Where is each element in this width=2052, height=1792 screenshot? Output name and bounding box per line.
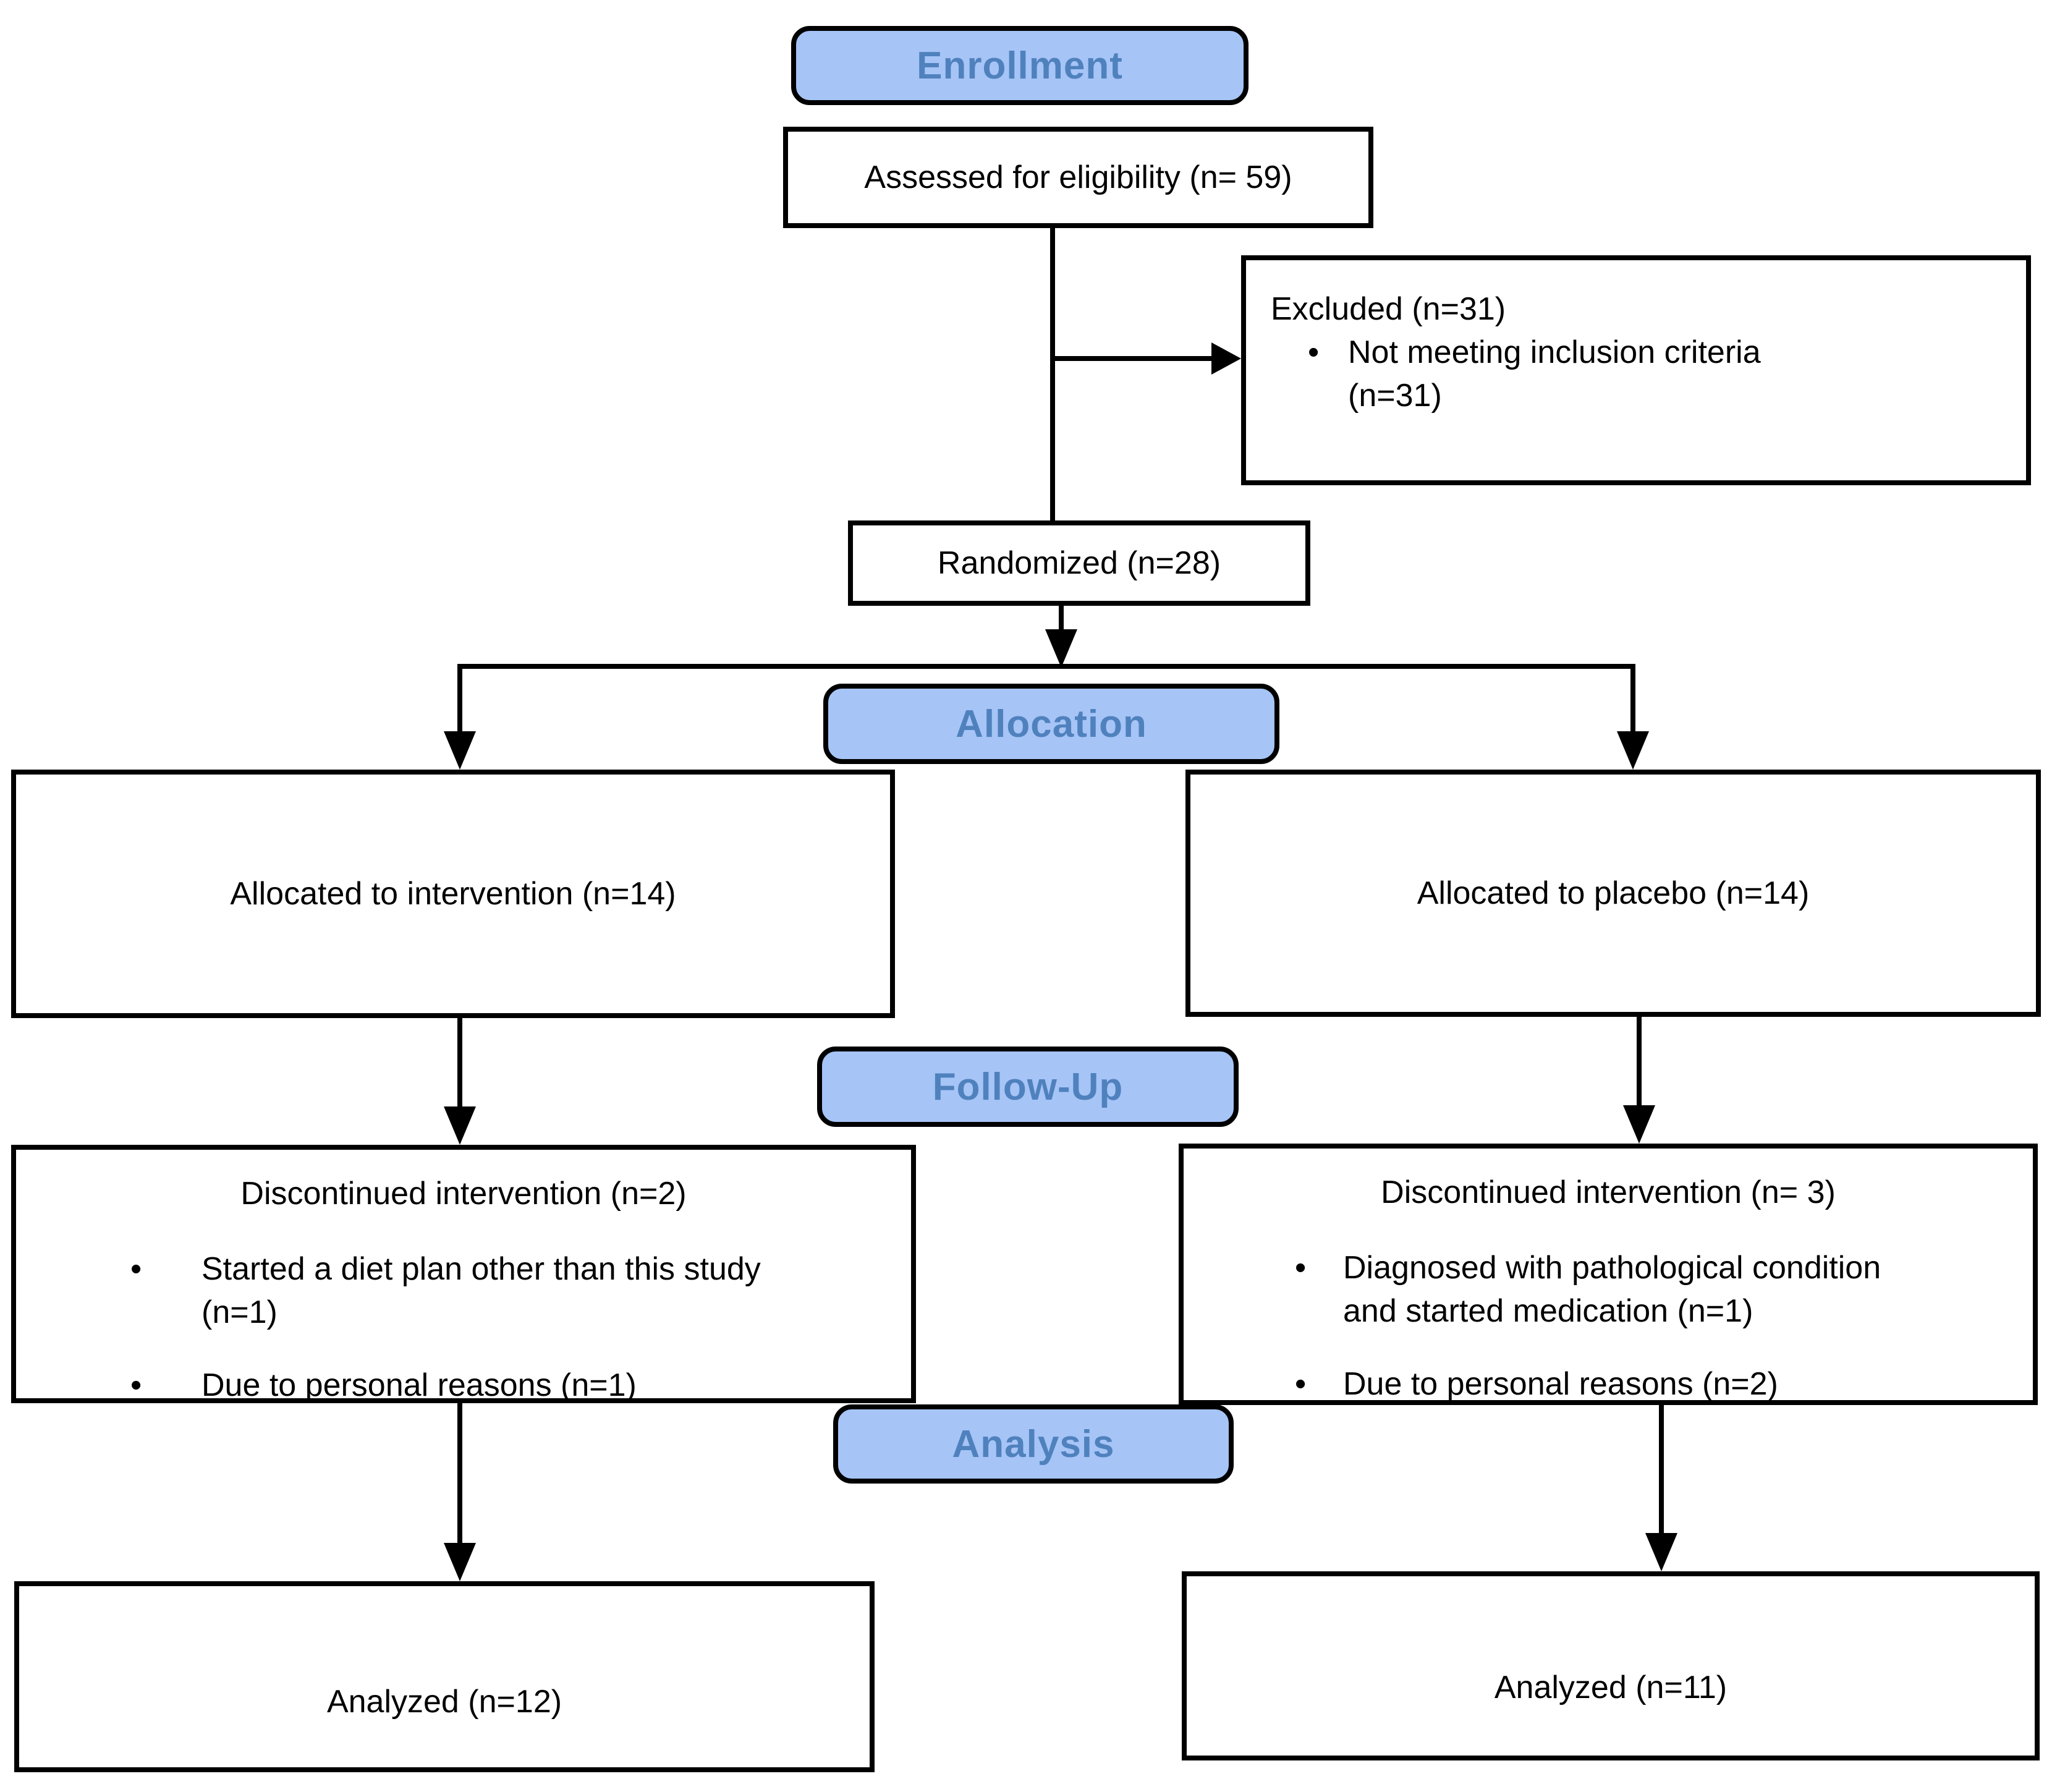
arrowhead-branch [1045, 629, 1077, 668]
analysis-header-label: Analysis [952, 1422, 1115, 1466]
followup-header: Follow-Up [817, 1047, 1239, 1127]
analyzed-placebo-box: Analyzed (n=11) [1182, 1571, 2040, 1760]
allocated-placebo-box: Allocated to placebo (n=14) [1185, 770, 2041, 1017]
allocated-intervention-text: Allocated to intervention (n=14) [230, 876, 676, 912]
connector-assessed-to-randomized [1050, 226, 1055, 520]
bullet-icon: • [1308, 334, 1320, 370]
excluded-title: Excluded (n=31) [1271, 291, 1506, 327]
allocation-header: Allocation [823, 684, 1279, 764]
connector-alloc-to-disc-left [457, 1018, 462, 1110]
followup-header-label: Follow-Up [932, 1065, 1124, 1108]
branch-line [457, 664, 1635, 669]
enrollment-header: Enrollment [791, 26, 1249, 105]
arrowhead-discontinued-placebo [1623, 1105, 1655, 1144]
analyzed-intervention-box: Analyzed (n=12) [14, 1581, 875, 1772]
analyzed-intervention-text: Analyzed (n=12) [326, 1683, 562, 1720]
arrowhead-allocated-placebo [1617, 731, 1649, 770]
connector-branch-left [457, 666, 462, 734]
arrowhead-analyzed-placebo [1645, 1533, 1677, 1571]
bullet-icon: • [130, 1251, 142, 1287]
discontinued-placebo-title: Discontinued intervention (n= 3) [1381, 1174, 1836, 1210]
connector-disc-to-analyzed-right [1659, 1405, 1664, 1536]
allocation-header-label: Allocation [956, 702, 1147, 745]
excluded-box: Excluded (n=31) • Not meeting inclusion … [1241, 255, 2031, 485]
arrowhead-allocated-intervention [444, 731, 476, 770]
analysis-header: Analysis [833, 1404, 1234, 1484]
discontinued-placebo-reason-1: Diagnosed with pathological condition an… [1343, 1250, 1881, 1329]
connector-randomized-to-branch [1059, 606, 1064, 632]
discontinued-placebo-box: Discontinued intervention (n= 3) • Diagn… [1179, 1144, 2038, 1405]
arrowhead-excluded [1211, 342, 1241, 375]
discontinued-placebo-reason-2: Due to personal reasons (n=2) [1343, 1366, 1778, 1402]
excluded-reason: Not meeting inclusion criteria (n=31) [1348, 334, 1761, 414]
arrowhead-analyzed-intervention [444, 1543, 476, 1581]
connector-branch-right [1630, 666, 1635, 734]
arrowhead-discontinued-intervention [444, 1106, 476, 1145]
enrollment-header-label: Enrollment [917, 44, 1123, 87]
bullet-icon: • [130, 1367, 142, 1403]
assessed-box: Assessed for eligibility (n= 59) [783, 127, 1373, 228]
bullet-icon: • [1295, 1366, 1307, 1402]
randomized-box: Randomized (n=28) [848, 520, 1310, 606]
connector-alloc-to-disc-right [1637, 1017, 1642, 1108]
bullet-icon: • [1295, 1250, 1307, 1286]
discontinued-intervention-box: Discontinued intervention (n=2) • Starte… [11, 1145, 916, 1403]
allocated-intervention-box: Allocated to intervention (n=14) [11, 770, 895, 1018]
allocated-placebo-text: Allocated to placebo (n=14) [1417, 875, 1810, 911]
connector-to-excluded [1052, 356, 1214, 361]
randomized-text: Randomized (n=28) [937, 545, 1221, 581]
discontinued-intervention-title: Discontinued intervention (n=2) [240, 1176, 687, 1212]
assessed-text: Assessed for eligibility (n= 59) [864, 159, 1292, 195]
discontinued-intervention-reason-2: Due to personal reasons (n=1) [201, 1367, 637, 1403]
analyzed-placebo-text: Analyzed (n=11) [1494, 1670, 1728, 1705]
connector-disc-to-analyzed-left [457, 1403, 462, 1547]
discontinued-intervention-reason-1: Started a diet plan other than this stud… [201, 1251, 761, 1330]
